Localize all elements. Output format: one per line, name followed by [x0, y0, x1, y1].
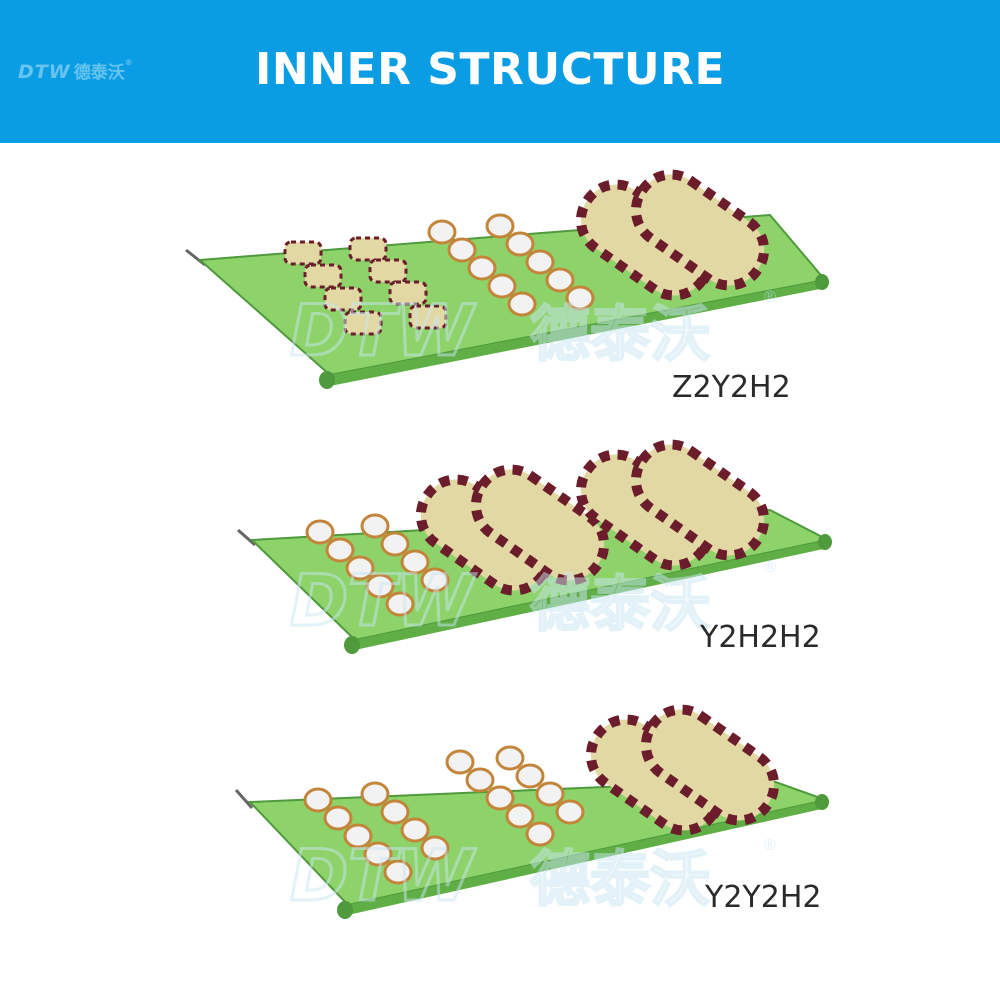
large-cylinders-group: [585, 704, 780, 836]
watermark-chinese: 德泰沃: [530, 300, 710, 370]
watermark: DTW 德泰沃 ®: [289, 287, 779, 374]
model-label: Y2H2H2: [700, 620, 821, 655]
logo-latin: DTW: [18, 61, 71, 83]
structure-panel-y2y2h2: DTW 德泰沃 ® Y2Y2H2: [0, 700, 1000, 980]
shaft-icon: [234, 789, 254, 809]
watermark-latin: DTW: [290, 835, 477, 917]
model-label: Z2Y2H2: [672, 370, 791, 405]
watermark-latin: DTW: [290, 560, 477, 642]
watermark-chinese: 德泰沃: [530, 845, 710, 915]
page-title: INNER STRUCTURE: [255, 44, 726, 95]
watermark-registered-mark: ®: [762, 557, 778, 576]
small-cores-group: [283, 236, 448, 336]
structure-panel-z2y2h2: DTW 德泰沃 ® Z2Y2H2: [0, 160, 1000, 440]
logo-registered-mark: ®: [124, 58, 134, 67]
large-cylinders-group: [575, 169, 770, 301]
watermark-latin: DTW: [290, 290, 477, 372]
watermark-chinese: 德泰沃: [530, 570, 710, 640]
logo-chinese: 德泰沃: [73, 63, 125, 83]
structure-illustration-3: DTW 德泰沃 ®: [234, 704, 830, 919]
structure-illustration-2: DTW 德泰沃 ®: [237, 439, 832, 654]
watermark-registered-mark: ®: [762, 835, 778, 854]
toroid-group: [427, 213, 595, 317]
watermark: DTW 德泰沃 ®: [289, 557, 779, 644]
large-cylinders-group: [415, 439, 770, 596]
shaft-icon: [237, 528, 256, 547]
structure-illustration-1: DTW 德泰沃 ®: [185, 169, 829, 389]
watermark-registered-mark: ®: [762, 287, 778, 306]
model-label: Y2Y2H2: [705, 880, 822, 915]
toroid-group: [305, 513, 450, 617]
toroid-group-left: [303, 781, 450, 885]
toroid-group-right: [445, 745, 585, 847]
structure-panel-y2h2h2: DTW 德泰沃 ® Y2H2H2: [0, 430, 1000, 710]
watermark: DTW 德泰沃 ®: [289, 834, 779, 919]
